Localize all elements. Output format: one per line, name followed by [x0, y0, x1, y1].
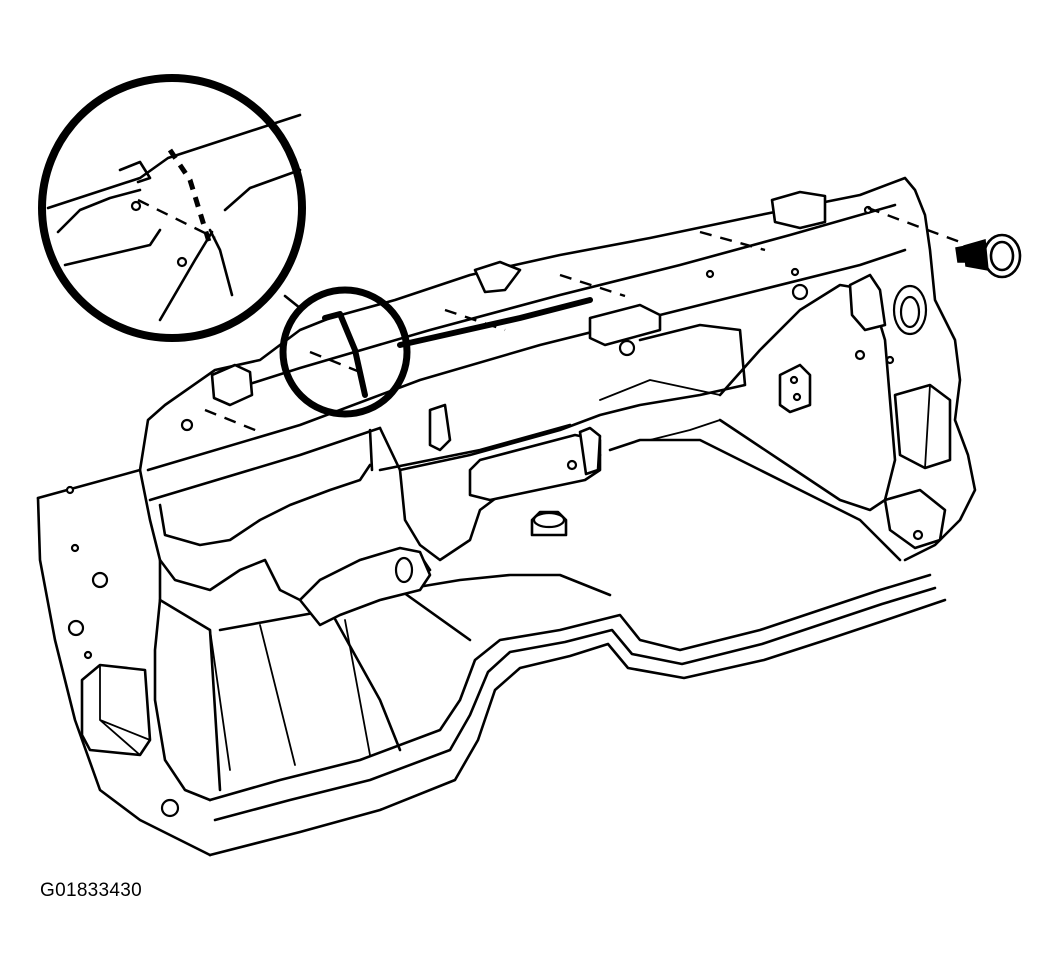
floor-channel-inner [213, 586, 937, 822]
fastener-path-1 [204, 408, 261, 434]
right-side-box [893, 383, 952, 470]
center-recess [378, 323, 747, 472]
left-panel-front [36, 496, 212, 857]
floor-channel [208, 573, 932, 802]
push-pin-retainer-icon [955, 233, 1022, 279]
top-center-bracket [473, 260, 522, 294]
top-rail-rear-edge [213, 203, 897, 397]
center-hook [428, 403, 452, 452]
floor-channel-outer [208, 598, 947, 857]
seal-strip [397, 297, 593, 348]
left-floor-bracket [298, 546, 432, 627]
detail-callout-magnified [38, 74, 306, 342]
callout-leader [283, 294, 302, 310]
left-block [80, 663, 152, 757]
right-bracket [778, 363, 812, 414]
top-left-bracket [210, 363, 254, 407]
left-panel-inner [138, 468, 212, 802]
figure-id-label: G01833430 [40, 880, 143, 901]
dash-panel-body [36, 176, 977, 857]
right-footwell [718, 283, 897, 512]
detail-callout-small [279, 286, 411, 418]
top-rail-lower-edge [148, 426, 382, 502]
top-right-bracket [770, 190, 827, 230]
center-mount [468, 433, 602, 502]
